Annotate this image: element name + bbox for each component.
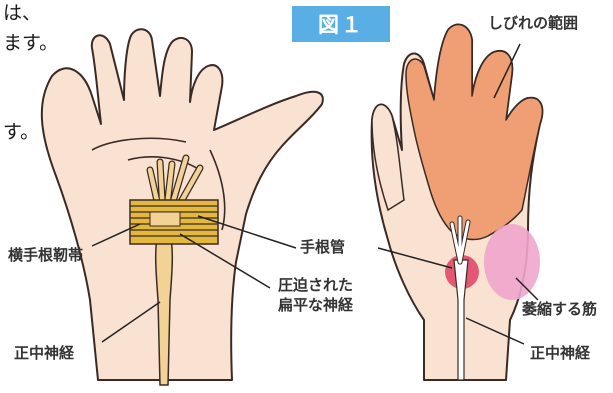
body-text-fragment-1: は、 [3, 4, 41, 23]
body-text-fragment-2: ます。 [3, 34, 58, 53]
label-transverse-ligament: 横手根靭帯 [8, 248, 83, 263]
label-median-nerve-left: 正中神経 [14, 346, 74, 361]
body-text-fragment-3: す。 [3, 123, 39, 142]
label-atrophied-muscle: 萎縮する筋 [522, 302, 597, 317]
label-median-nerve-right: 正中神経 [530, 346, 590, 361]
label-carpal-tunnel: 手根管 [300, 240, 345, 255]
figure-badge: 図１ [292, 6, 390, 42]
atrophy-zone [484, 224, 540, 300]
label-compressed-nerve-1: 圧迫された [278, 278, 353, 293]
label-compressed-nerve-2: 扁平な神経 [278, 298, 353, 313]
flattened-nerve [150, 212, 180, 226]
label-numbness-range: しびれの範囲 [488, 16, 578, 31]
